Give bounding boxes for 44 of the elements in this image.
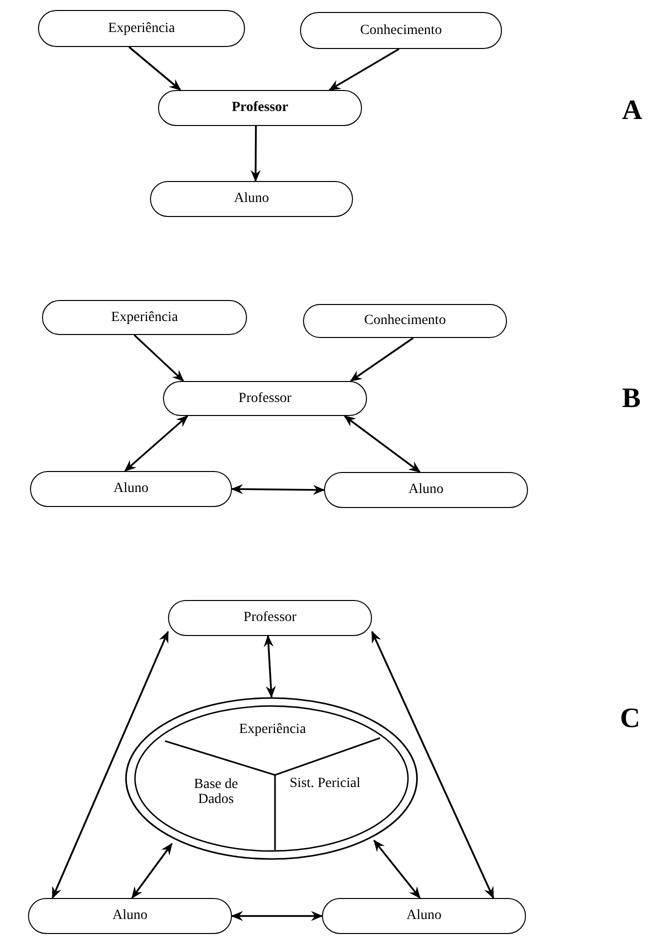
node-label: Aluno (112, 908, 148, 924)
node-label: Aluno (408, 482, 444, 498)
rounded-box (38, 10, 245, 47)
arrow (131, 842, 173, 899)
rounded-box (303, 304, 507, 338)
arrow (231, 484, 325, 495)
sector-label: Sist. Pericial (290, 776, 360, 792)
arrow (124, 415, 188, 472)
rounded-box (324, 472, 528, 508)
sector-label: Base de Dados (193, 776, 239, 808)
rounded-box (300, 12, 502, 49)
rounded-box (42, 300, 247, 335)
arrow (264, 635, 276, 698)
panel-letter: C (620, 703, 640, 735)
node-label: Experiência (108, 20, 175, 36)
node-label: Professor (232, 100, 288, 116)
node-label: Conhecimento (360, 22, 442, 38)
panel-letter: B (622, 383, 641, 415)
rounded-box (322, 898, 526, 934)
arrow (134, 334, 184, 382)
rounded-box (158, 90, 362, 126)
node-label: Experiência (111, 310, 178, 326)
rounded-box (28, 898, 232, 934)
node-label: Professor (238, 390, 292, 406)
arrow (371, 630, 494, 899)
rounded-box (30, 471, 232, 507)
node-label: Aluno (406, 908, 442, 924)
node-label: Conhecimento (364, 313, 446, 329)
arrow (373, 840, 421, 899)
arrow (344, 415, 421, 473)
node-label: Aluno (114, 481, 148, 497)
arrow (250, 126, 261, 182)
rounded-box (168, 600, 372, 636)
arrow (328, 48, 400, 91)
node-label: Aluno (234, 191, 269, 207)
arrow (128, 46, 182, 91)
rounded-box (150, 181, 353, 217)
rounded-box (163, 381, 367, 416)
node-label: Professor (244, 610, 296, 626)
sector-label: Experiência (239, 722, 306, 738)
arrow (350, 337, 414, 382)
arrow (231, 911, 323, 921)
arrow (52, 630, 169, 899)
panel-letter: A (622, 95, 642, 127)
